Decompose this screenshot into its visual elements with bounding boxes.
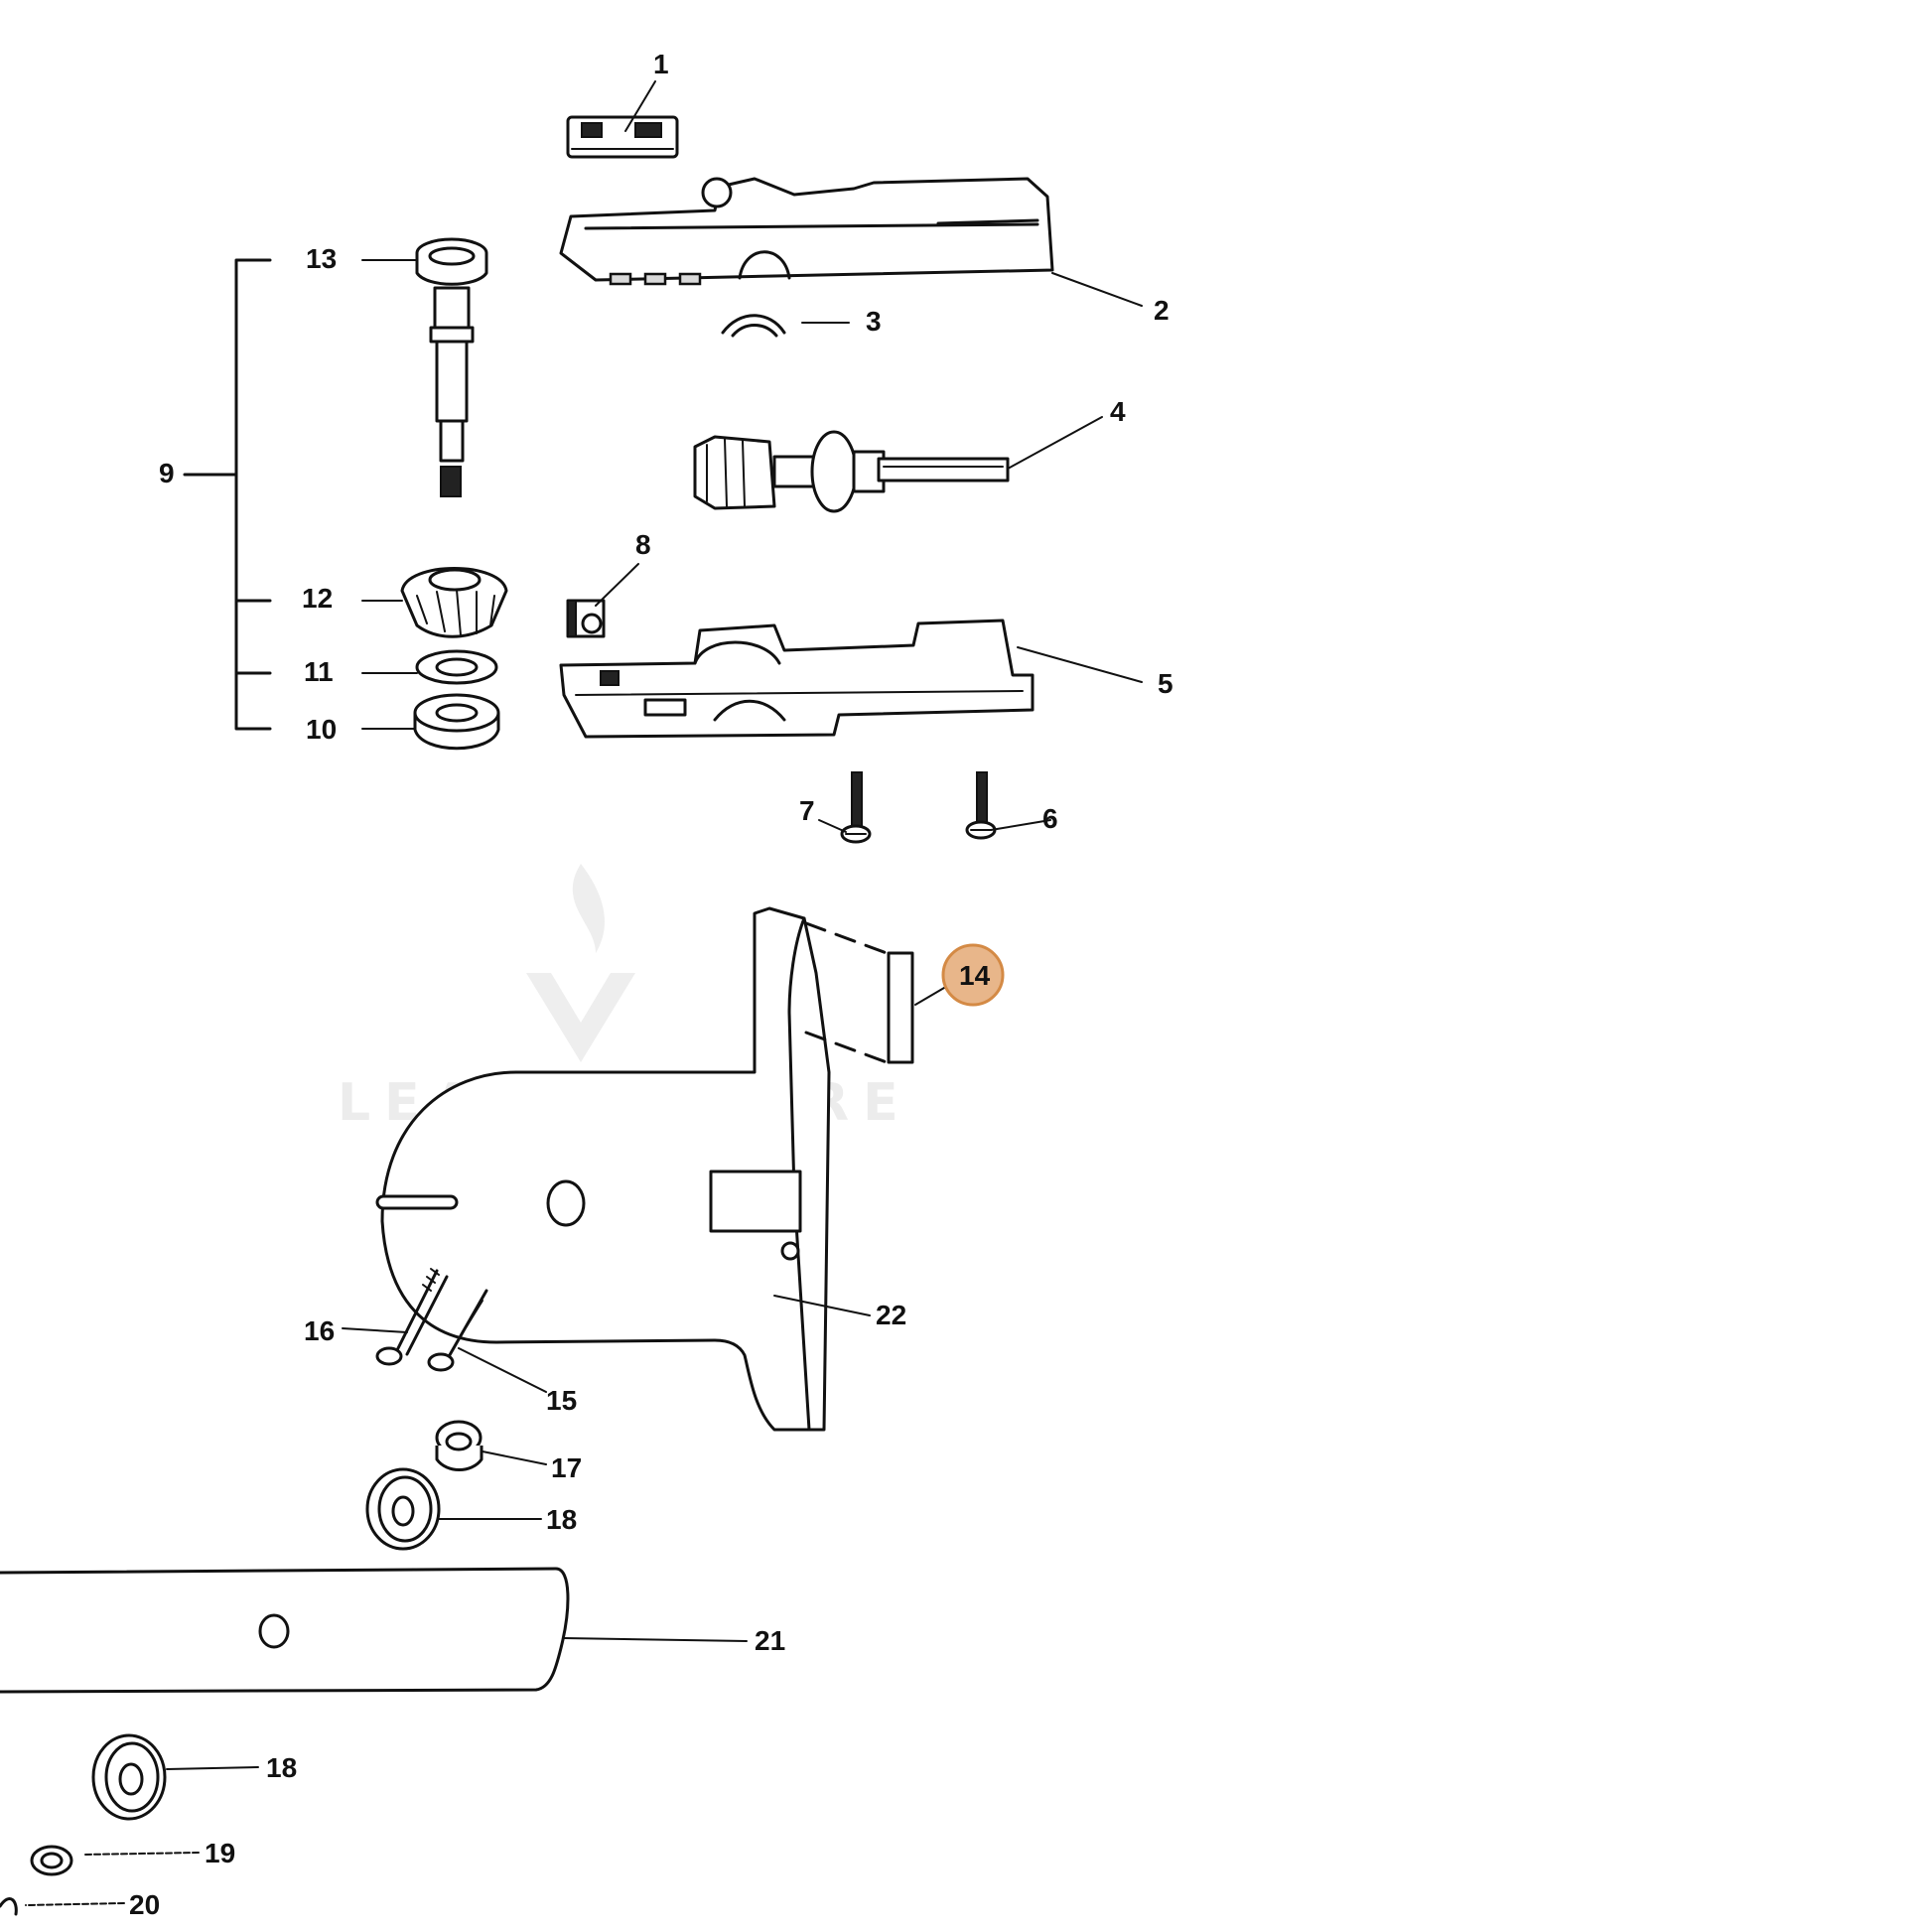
part-11-washer[interactable] bbox=[415, 649, 498, 685]
highlight-callout-14[interactable] bbox=[941, 943, 1005, 1007]
part-16-screw[interactable] bbox=[375, 1268, 449, 1366]
callout-1[interactable]: 1 bbox=[653, 49, 669, 79]
callout-6[interactable]: 6 bbox=[1042, 803, 1058, 834]
callout-22[interactable]: 22 bbox=[876, 1300, 906, 1330]
part-15-screw[interactable] bbox=[427, 1289, 488, 1372]
callout-12[interactable]: 12 bbox=[302, 583, 333, 614]
callout-17[interactable]: 17 bbox=[551, 1452, 582, 1483]
callout-7[interactable]: 7 bbox=[799, 795, 815, 826]
callout-3[interactable]: 3 bbox=[866, 306, 882, 337]
part-4-drive-shaft[interactable] bbox=[693, 430, 1010, 513]
part-12-bevel-gear[interactable] bbox=[400, 567, 508, 638]
callout-9[interactable]: 9 bbox=[159, 458, 175, 488]
group-9-bracket bbox=[183, 258, 272, 731]
part-14-pad[interactable] bbox=[804, 921, 914, 1064]
callout-2[interactable]: 2 bbox=[1154, 295, 1170, 326]
part-5-lower-housing[interactable] bbox=[559, 619, 1035, 739]
callout-13[interactable]: 13 bbox=[306, 243, 337, 274]
callout-4[interactable]: 4 bbox=[1110, 396, 1126, 427]
callout-11[interactable]: 11 bbox=[304, 656, 334, 687]
part-17-nut[interactable] bbox=[435, 1420, 483, 1471]
part-2-upper-housing[interactable] bbox=[559, 177, 1054, 286]
part-1-clip[interactable] bbox=[566, 115, 679, 159]
callout-18-upper[interactable]: 18 bbox=[546, 1504, 577, 1535]
callout-20[interactable]: 20 bbox=[129, 1889, 160, 1920]
part-13-spindle[interactable] bbox=[415, 237, 488, 497]
part-3-retainer-arc[interactable] bbox=[721, 314, 786, 338]
part-10-bearing[interactable] bbox=[413, 693, 500, 751]
callout-16[interactable]: 16 bbox=[304, 1315, 335, 1346]
leader-lines bbox=[25, 80, 1143, 1906]
callout-8[interactable]: 8 bbox=[635, 529, 651, 560]
part-19-nut[interactable] bbox=[30, 1845, 73, 1876]
part-6-screw[interactable] bbox=[965, 771, 997, 840]
part-20-clip[interactable] bbox=[0, 1897, 18, 1916]
part-18-flange-washer[interactable] bbox=[365, 1467, 441, 1551]
callout-labels: 1 2 3 4 5 6 7 8 9 10 11 12 13 14 15 16 1… bbox=[129, 49, 1173, 1920]
callout-18-lower[interactable]: 18 bbox=[266, 1752, 297, 1783]
callout-21[interactable]: 21 bbox=[755, 1625, 785, 1656]
part-8-block[interactable] bbox=[566, 599, 606, 638]
part-7-screw[interactable] bbox=[840, 771, 872, 844]
callout-15[interactable]: 15 bbox=[546, 1385, 577, 1416]
callout-19[interactable]: 19 bbox=[205, 1838, 235, 1868]
part-18-flange-washer-lower[interactable] bbox=[91, 1733, 167, 1821]
callout-5[interactable]: 5 bbox=[1158, 668, 1173, 699]
callout-10[interactable]: 10 bbox=[306, 714, 337, 745]
callout-14[interactable]: 14 bbox=[959, 960, 991, 991]
part-21-blade[interactable] bbox=[0, 1567, 570, 1694]
